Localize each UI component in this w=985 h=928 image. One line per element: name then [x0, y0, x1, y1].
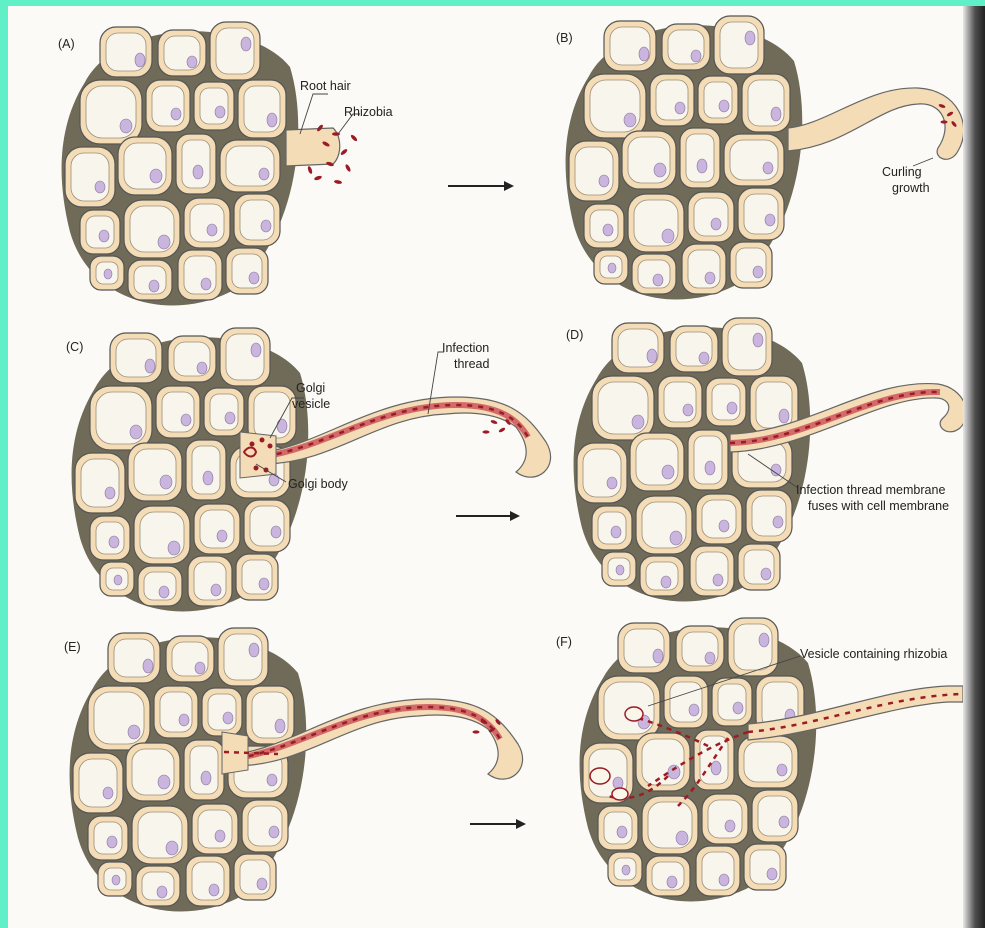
panel-a-label: (A)	[58, 37, 75, 51]
label-infection-2: thread	[454, 357, 489, 371]
root-hair	[286, 128, 340, 166]
label-fuse-1: Infection thread membrane	[796, 483, 945, 497]
curling-root-hair	[788, 88, 964, 159]
rhizobia-tip-c	[483, 418, 512, 433]
panel-b: (B) Curling growth	[556, 16, 964, 300]
figure-canvas: (A) Root hair Rhizobia	[8, 6, 985, 928]
panel-c: (C) Infection thread Golgi vesicle	[66, 328, 551, 612]
panel-d: (D) Infection thread membrane fuses with…	[566, 318, 966, 602]
label-rhizobia: Rhizobia	[344, 105, 393, 119]
arrow-a-b	[448, 181, 514, 191]
panel-e-label: (E)	[64, 640, 81, 654]
panel-d-label: (D)	[566, 328, 583, 342]
rhizobia-infection-diagram: (A) Root hair Rhizobia	[8, 6, 985, 928]
label-infection-1: Infection	[442, 341, 489, 355]
panel-f: (F) Vesicle containing rhizobia	[556, 618, 963, 902]
label-curling-2: growth	[892, 181, 930, 195]
label-vesicle-rhizobia: Vesicle containing rhizobia	[800, 647, 947, 661]
panel-c-label: (C)	[66, 340, 83, 354]
arrow-e-f	[470, 819, 526, 829]
panel-e: (E)	[64, 628, 526, 912]
arrow-c-d	[456, 511, 520, 521]
label-golgi-vesicle-2: vesicle	[292, 397, 330, 411]
label-root-hair: Root hair	[300, 79, 351, 93]
label-curling-1: Curling	[882, 165, 922, 179]
label-golgi-body: Golgi body	[288, 477, 349, 491]
page-edge-shadow	[963, 6, 985, 928]
label-fuse-2: fuses with cell membrane	[808, 499, 949, 513]
panel-b-label: (B)	[556, 31, 573, 45]
panel-a: (A) Root hair Rhizobia	[58, 22, 514, 306]
panel-f-label: (F)	[556, 635, 572, 649]
label-golgi-vesicle-1: Golgi	[296, 381, 325, 395]
